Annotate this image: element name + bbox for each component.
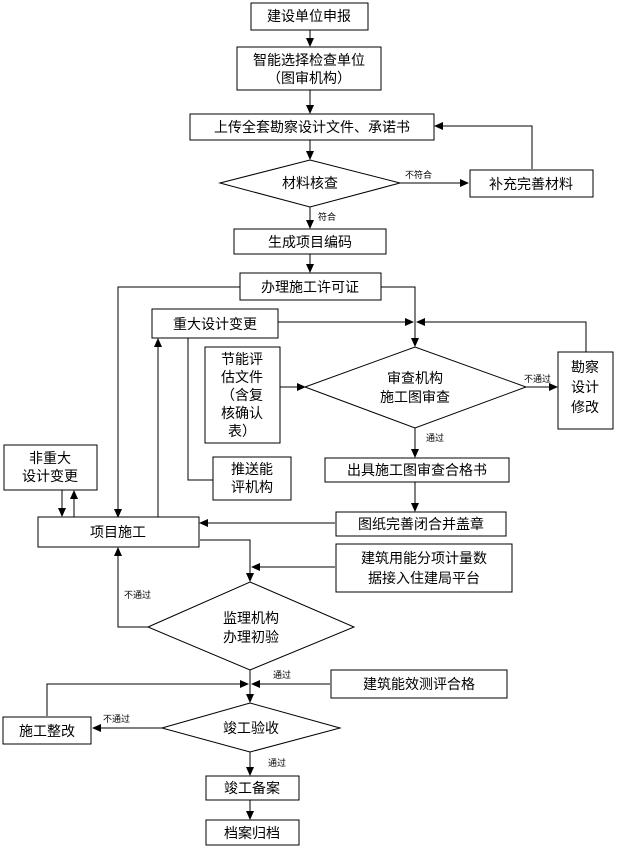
svg-text:监理机构: 监理机构 — [223, 611, 279, 627]
node-construction: 项目施工 — [37, 516, 200, 548]
node-energy-doc: 节能评 估文件 （含复 核确认 表） — [204, 346, 281, 444]
svg-text:审查机构: 审查机构 — [387, 371, 443, 387]
label-acceptance-pass: 通过 — [268, 757, 286, 769]
node-review-decision: 审查机构 施工图审查 — [303, 346, 528, 429]
svg-text:施工图审查: 施工图审查 — [380, 390, 450, 406]
node-supervision-decision: 监理机构 办理初验 — [146, 581, 356, 671]
svg-text:智能选择检查单位: 智能选择检查单位 — [253, 53, 365, 69]
label-supervision-fail: 不通过 — [124, 589, 151, 601]
edge-surveymod-review — [416, 318, 587, 352]
svg-text:办理施工许可证: 办理施工许可证 — [261, 280, 359, 296]
svg-text:建筑用能分项计量数: 建筑用能分项计量数 — [361, 551, 487, 567]
svg-text:估文件: 估文件 — [221, 370, 263, 386]
svg-text:出具施工图审查合格书: 出具施工图审查合格书 — [347, 463, 487, 479]
node-push: 推送能 评机构 — [212, 456, 292, 501]
node-supplement: 补充完善材料 — [469, 169, 594, 198]
svg-text:修改: 修改 — [571, 400, 599, 416]
edge-permit-review — [381, 286, 419, 347]
svg-text:核确认: 核确认 — [221, 406, 263, 422]
svg-text:节能评: 节能评 — [221, 352, 263, 368]
svg-text:设计变更: 设计变更 — [22, 469, 78, 485]
label-energy-pass: 通过 — [273, 669, 291, 681]
svg-text:竣工验收: 竣工验收 — [223, 721, 279, 737]
edge-construction-supervision — [200, 539, 254, 582]
edge-supplement-upload — [434, 122, 533, 169]
edge-supervision-construction — [114, 547, 148, 628]
svg-text:（图审机构）: （图审机构） — [267, 71, 351, 87]
svg-text:据接入住建局平台: 据接入住建局平台 — [368, 570, 480, 587]
label-review-pass: 通过 — [426, 432, 444, 444]
label-check-pass: 符合 — [318, 211, 336, 223]
svg-text:（含复: （含复 — [221, 387, 263, 404]
svg-text:施工整改: 施工整改 — [19, 724, 75, 740]
svg-text:生成项目编码: 生成项目编码 — [268, 235, 352, 251]
node-code: 生成项目编码 — [233, 228, 387, 255]
node-energy-test: 建筑能效测评合格 — [330, 669, 508, 699]
svg-text:非重大: 非重大 — [29, 451, 71, 467]
svg-text:图纸完善闭合并盖章: 图纸完善闭合并盖章 — [358, 516, 484, 533]
svg-text:评机构: 评机构 — [231, 480, 273, 496]
node-filing: 竣工备案 — [205, 775, 300, 801]
node-acceptance-decision: 竣工验收 — [160, 702, 342, 753]
edges — [46, 30, 587, 820]
node-platform: 建筑用能分项计量数 据接入住建局平台 — [335, 543, 513, 593]
node-upload: 上传全套勘察设计文件、承诺书 — [189, 113, 435, 141]
svg-text:档案归档: 档案归档 — [224, 825, 280, 842]
label-acceptance-fail: 不通过 — [103, 713, 130, 725]
node-apply: 建设单位申报 — [250, 2, 369, 31]
node-permit: 办理施工许可证 — [239, 272, 382, 301]
svg-text:建设单位申报: 建设单位申报 — [267, 9, 351, 25]
svg-text:推送能: 推送能 — [231, 462, 273, 478]
node-survey-mod: 勘察 设计 修改 — [557, 351, 614, 430]
svg-text:补充完善材料: 补充完善材料 — [489, 177, 573, 193]
svg-text:上传全套勘察设计文件、承诺书: 上传全套勘察设计文件、承诺书 — [214, 119, 410, 136]
edge-majorchange-push — [187, 338, 213, 481]
node-archive: 档案归档 — [205, 819, 300, 846]
svg-text:勘察: 勘察 — [571, 359, 599, 376]
node-major-change: 重大设计变更 — [151, 308, 279, 339]
node-nonmajor: 非重大 设计变更 — [3, 444, 98, 491]
node-rectify: 施工整改 — [2, 716, 92, 745]
svg-text:设计: 设计 — [571, 380, 599, 396]
svg-text:材料核查: 材料核查 — [282, 176, 338, 192]
svg-text:建筑能效测评合格: 建筑能效测评合格 — [363, 677, 475, 693]
svg-text:项目施工: 项目施工 — [90, 525, 146, 541]
node-check-decision: 材料核查 — [218, 159, 402, 208]
edge-labels: 不符合 符合 不通过 通过 不通过 通过 不通过 通过 — [103, 169, 551, 769]
edge-rectify-acceptance — [46, 680, 249, 716]
node-select: 智能选择检查单位 （图审机构） — [236, 46, 382, 91]
svg-text:重大设计变更: 重大设计变更 — [173, 317, 257, 333]
label-check-fail: 不符合 — [405, 169, 432, 181]
svg-text:竣工备案: 竣工备案 — [224, 780, 280, 797]
label-review-fail: 不通过 — [524, 373, 551, 385]
node-stamp: 图纸完善闭合并盖章 — [335, 511, 507, 537]
svg-text:表）: 表） — [228, 424, 256, 440]
svg-text:办理初验: 办理初验 — [223, 629, 279, 646]
node-certificate: 出具施工图审查合格书 — [324, 457, 510, 483]
edge-permit-construction — [114, 286, 240, 518]
